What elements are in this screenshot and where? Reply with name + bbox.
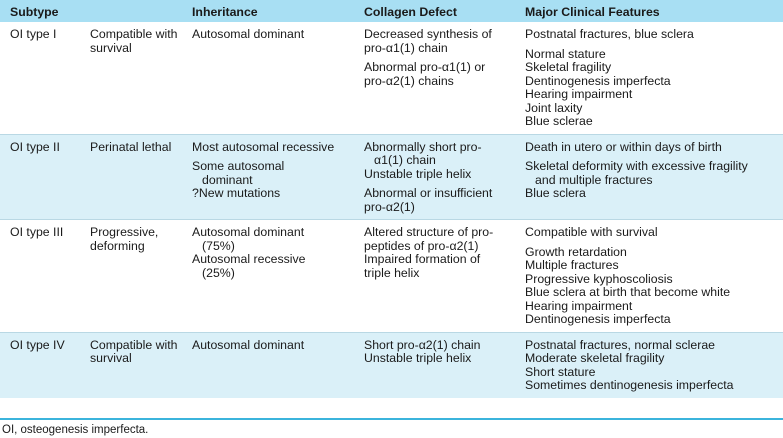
features-line: Dentinogenesis imperfecta xyxy=(525,73,671,88)
features-line: Normal stature xyxy=(525,46,606,61)
features-line: Postnatal fractures, normal sclerae xyxy=(525,337,716,352)
defect-line: Short pro-α2(1) chain xyxy=(364,337,481,352)
inheritance-line: Some autosomal xyxy=(192,159,285,173)
features-line: Blue sclera xyxy=(525,186,586,200)
defect-line: Abnormal or insufficient xyxy=(364,186,493,200)
features-line: Sometimes dentinogenesis imperfecta xyxy=(525,378,734,392)
table-footnote: OI, osteogenesis imperfecta. xyxy=(2,424,149,436)
features-line: Postnatal fractures, blue sclera xyxy=(525,27,694,41)
cell-subtype: OI type I xyxy=(0,22,80,134)
features-line: Skeletal fragility xyxy=(525,60,612,74)
features-line: Compatible with survival xyxy=(525,225,658,239)
header-collagen-defect: Collagen Defect xyxy=(364,5,457,19)
features-line: Skeletal deformity with excessive fragil… xyxy=(525,159,748,173)
features-line: Hearing impairment xyxy=(525,298,633,313)
inheritance-line: Most autosomal recessive xyxy=(192,139,335,154)
cell-inheritance: Autosomal dominant xyxy=(182,332,354,398)
inheritance-line: Autosomal dominant xyxy=(192,27,305,41)
defect-line: pro-α2(1) xyxy=(364,199,415,214)
defect-line: Unstable triple helix xyxy=(364,351,472,365)
features-line: Hearing impairment xyxy=(525,87,633,101)
inheritance-line: dominant xyxy=(202,172,253,187)
inheritance-line: (75%) xyxy=(202,238,235,253)
defect-line: Abnormal pro-α1(1) or xyxy=(364,60,486,74)
subtype-label: OI type III xyxy=(10,225,64,239)
survival-line: deforming xyxy=(90,238,145,253)
defect-line: Decreased synthesis of xyxy=(364,27,492,41)
subtype-label: OI type II xyxy=(10,139,60,154)
defect-line: Impaired formation of xyxy=(364,252,481,266)
header-subtype: Subtype xyxy=(10,5,59,19)
features-line: Dentinogenesis imperfecta xyxy=(525,312,671,326)
defect-line: Abnormally short pro- xyxy=(364,139,482,154)
features-line: Joint laxity xyxy=(525,100,583,115)
features-line: Blue sclera at birth that become white xyxy=(525,285,731,299)
inheritance-line: Autosomal dominant xyxy=(192,225,305,239)
features-line: Multiple fractures xyxy=(525,258,619,272)
subtype-label: OI type IV xyxy=(10,337,65,352)
cell-subtype: OI type III xyxy=(0,220,80,333)
cell-survival: Progressive,deforming xyxy=(80,220,182,333)
subtype-label: OI type I xyxy=(10,27,57,41)
inheritance-line: Autosomal recessive xyxy=(192,252,306,266)
cell-inheritance: Autosomal dominant xyxy=(182,22,354,134)
survival-line: Perinatal lethal xyxy=(90,139,172,154)
inheritance-line: (25%) xyxy=(202,265,235,280)
defect-line: triple helix xyxy=(364,265,420,280)
survival-line: Compatible with xyxy=(90,337,178,352)
inheritance-line: Autosomal dominant xyxy=(192,337,305,352)
features-line: Death in utero or within days of birth xyxy=(525,139,722,154)
table-row: OI type II Perinatal lethal Most autosomal… xyxy=(0,134,783,220)
defect-line: peptides of pro-α2(1) xyxy=(364,238,479,253)
table-header: Subtype Inheritance Collagen Defect Majo… xyxy=(0,0,783,22)
cell-survival: Perinatal lethal xyxy=(80,134,182,220)
defect-line: pro-α2(1) chains xyxy=(364,73,454,88)
features-line: Moderate skeletal fragility xyxy=(525,351,665,365)
defect-line: Altered structure of pro- xyxy=(364,225,494,239)
cell-subtype: OI type II xyxy=(0,134,80,220)
header-clinical-features: Major Clinical Features xyxy=(525,5,660,19)
survival-line: survival xyxy=(90,40,132,55)
header-row: Subtype Inheritance Collagen Defect Majo… xyxy=(0,0,783,22)
table-bottom-rule xyxy=(0,418,783,420)
features-line: Growth retardation xyxy=(525,244,627,259)
header-inheritance: Inheritance xyxy=(192,5,258,19)
inheritance-line: ?New mutations xyxy=(192,186,281,200)
survival-line: Progressive, xyxy=(90,225,159,239)
features-line: Blue sclerae xyxy=(525,114,593,128)
cell-inheritance: Autosomal dominant(75%)Autosomal recessi… xyxy=(182,220,354,333)
defect-line: α1(1) chain xyxy=(374,153,436,167)
oi-subtype-table: Subtype Inheritance Collagen Defect Majo… xyxy=(0,0,783,398)
cell-defect: Altered structure of pro-peptides of pro… xyxy=(354,220,515,333)
defect-line: pro-α1(1) chain xyxy=(364,40,448,55)
cell-subtype: OI type IV xyxy=(0,332,80,398)
features-line: and multiple fractures xyxy=(535,172,653,187)
survival-line: survival xyxy=(90,351,132,365)
features-line: Short stature xyxy=(525,364,596,379)
features-line: Progressive kyphoscoliosis xyxy=(525,271,673,286)
defect-line: Unstable triple helix xyxy=(364,166,472,181)
survival-line: Compatible with xyxy=(90,27,178,41)
